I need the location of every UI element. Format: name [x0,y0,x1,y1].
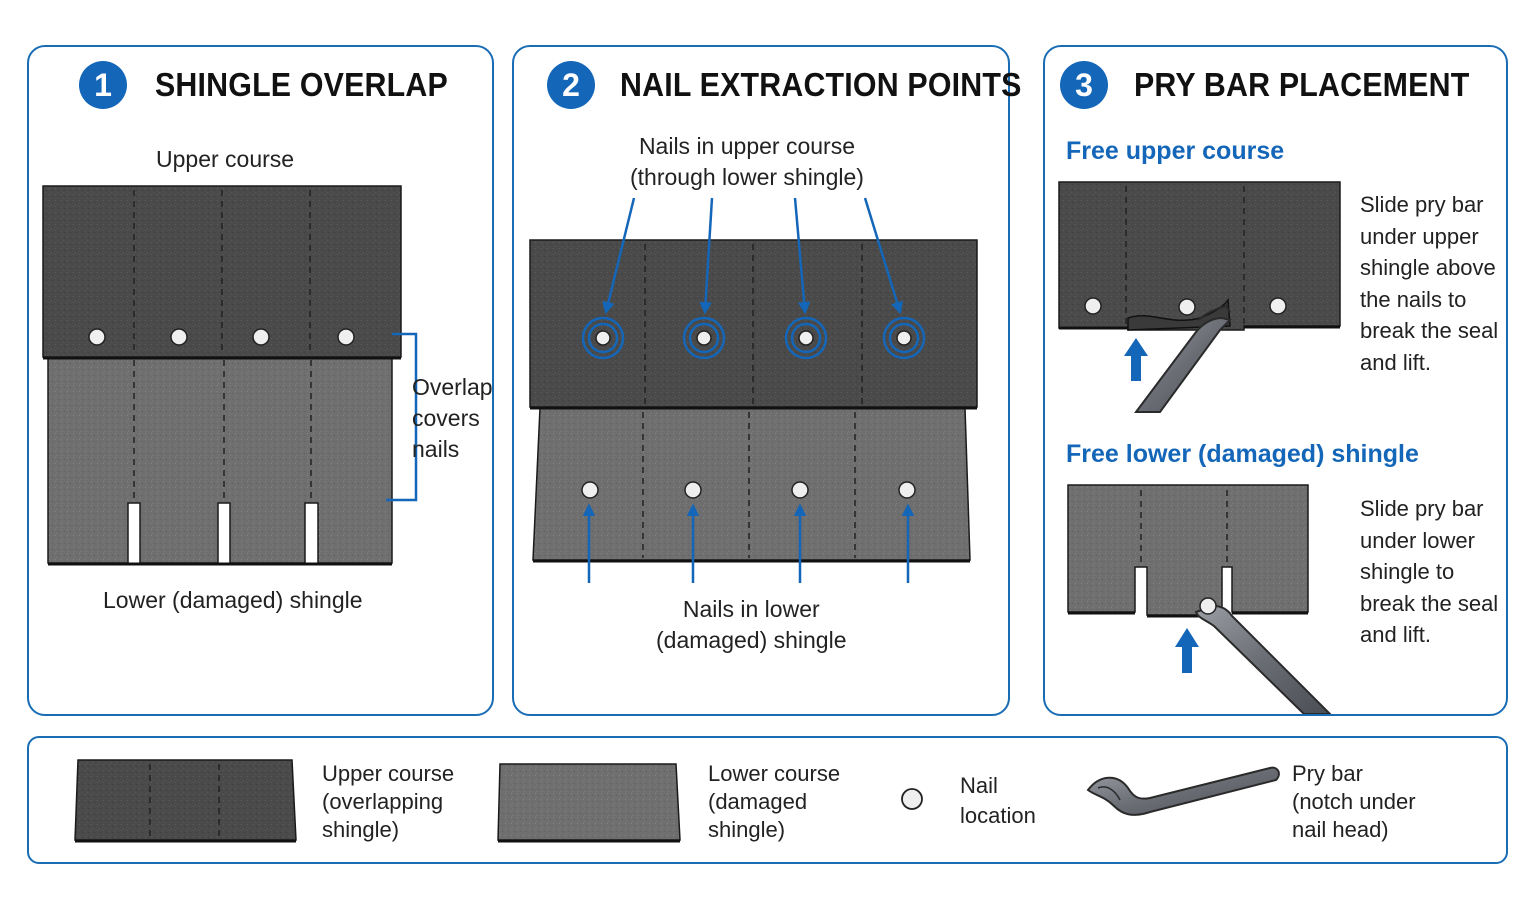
step-text-line: and lift. [1360,349,1431,375]
legend-upper-swatch [74,759,297,843]
step-text-line: the nails to [1360,286,1467,312]
panel3-step-upper-text: Slide pry bar under upper shingle above … [1360,189,1498,378]
step-text-line: break the seal [1360,318,1499,343]
panel3-upper-shingle [1058,181,1341,331]
panel1-overlap-note: Overlap covers nails [412,372,493,465]
legend-text-line: (notch under [1292,789,1416,814]
step-number-2: 2 [547,61,595,109]
legend-text-line: Pry bar [1292,761,1363,786]
panel3-lower-nail [1199,597,1217,615]
panel3-title: PRY BAR PLACEMENT [1134,66,1470,103]
legend-text-line: (damaged [708,789,808,814]
upper-nails-label-line: Nails in upper course [638,133,855,159]
legend-lower-label: Lower course (damaged shingle) [708,760,840,844]
legend-text-line: shingle) [708,817,786,842]
panel3-step-upper-heading: Free upper course [1066,137,1285,165]
lower-nails-label-line: (damaged) shingle [656,627,847,653]
panel2-upper-nails [581,316,926,360]
legend-text-line: (overlapping [322,789,444,814]
panel3-upper-arrow-up [1124,338,1148,381]
legend-text-line: location [960,803,1036,828]
panel-pry-bar-placement [1043,45,1508,716]
panel2-lower-nails-label: Nails in lower (damaged) shingle [656,594,847,656]
step-text-line: under lower [1360,527,1475,553]
step-text-line: and lift. [1360,622,1431,647]
panel1-lower-shingle [47,356,393,566]
upper-nails-label-line: (through lower shingle) [630,164,864,190]
legend-text-line: Lower course [708,761,841,786]
panel2-lower-callout-arrows [582,503,915,583]
panel1-nails [88,328,355,346]
legend-box [27,736,1508,864]
panel3-step-lower-heading: Free lower (damaged) shingle [1066,440,1419,468]
panel1-title: SHINGLE OVERLAP [155,66,448,103]
panel3-lower-arrow-up [1175,628,1199,673]
panel1-upper-label: Upper course [156,146,295,172]
legend-upper-label: Upper course (overlapping shingle) [322,760,454,844]
legend-pry-bar-icon [1086,766,1280,816]
legend-text-line: nail head) [1292,817,1389,842]
overlap-note-line: nails [412,436,460,462]
panel3-step-lower-text: Slide pry bar under lower shingle to bre… [1360,493,1498,651]
legend-pry-bar-label: Pry bar (notch under nail head) [1292,760,1416,844]
step-text-line: Slide pry bar [1360,496,1484,521]
legend-text-line: shingle) [322,817,400,842]
lower-nails-label-line: Nails in lower [682,596,820,622]
panel2-upper-nail-heads [595,330,912,346]
panel2-upper-callout-arrows [602,197,904,315]
panel-nail-extraction-points [512,45,1010,716]
legend-lower-swatch [497,763,681,843]
legend-nail-label: Nail location [960,771,1036,831]
legend-text-line: Upper course [322,761,455,786]
panel1-upper-shingle [42,185,402,360]
overlap-note-line: covers [412,405,480,431]
step-text-line: Slide pry bar [1360,192,1484,217]
overlap-note-line: Overlap [412,374,493,400]
panel2-upper-nails-label: Nails in upper course (through lower shi… [630,131,864,193]
panel-shingle-overlap [27,45,494,716]
step-text-line: shingle above [1360,255,1496,280]
panel2-title: NAIL EXTRACTION POINTS [620,66,1022,103]
step-text-line: shingle to [1360,559,1455,584]
panel1-overlap-bracket [386,332,418,502]
legend-nail-dot-icon [901,788,923,810]
step-number-1: 1 [79,61,127,109]
panel2-lower-nails [581,481,916,499]
panel3-upper-pry-bar-icon [1134,304,1232,413]
step-text-line: break the seal [1360,590,1499,616]
legend-text-line: Nail [960,773,998,798]
panel2-lower-shingle [532,407,971,563]
panel1-lower-label: Lower (damaged) shingle [103,587,363,613]
step-number-3: 3 [1060,61,1108,109]
step-text-line: under upper [1360,223,1479,249]
